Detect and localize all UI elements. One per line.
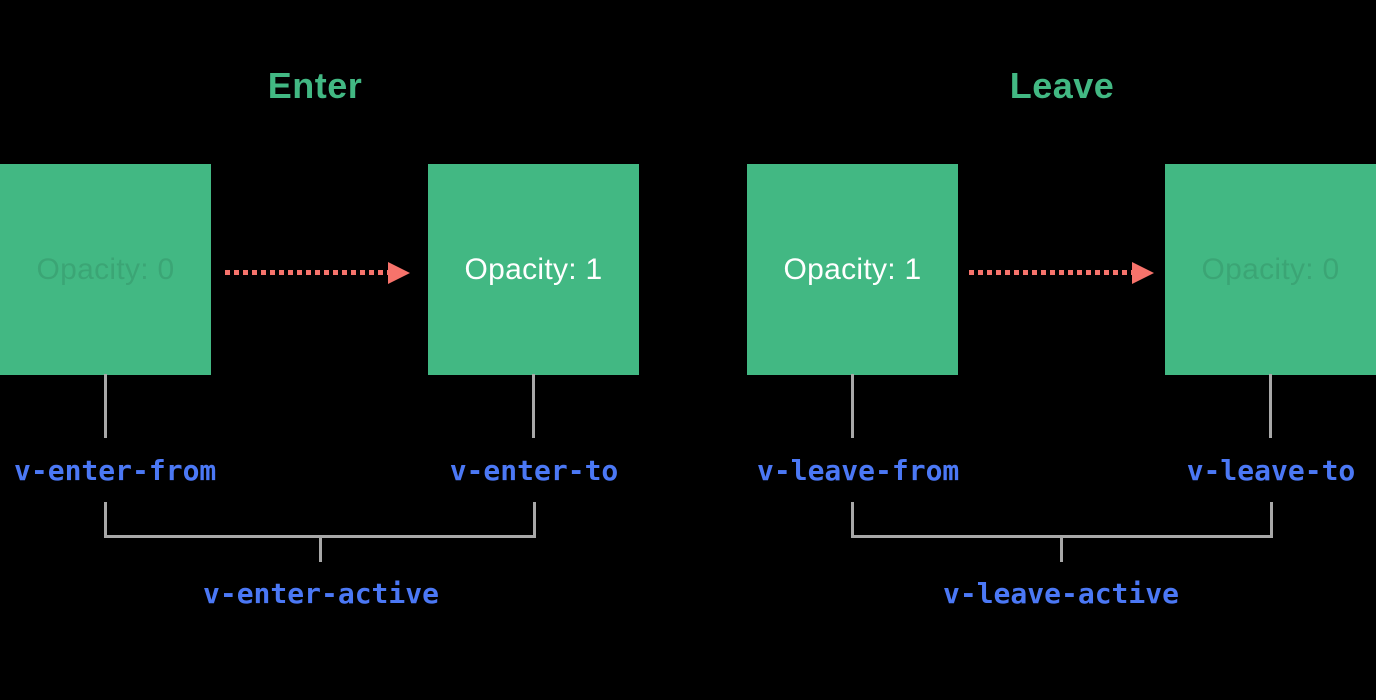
- enter-to-connector-line: [532, 374, 535, 438]
- enter-active-class-label: v-enter-active: [202, 577, 439, 610]
- leave-arrowhead-icon: [1132, 262, 1154, 284]
- enter-from-box: Opacity: 0: [0, 164, 211, 375]
- leave-to-class-label: v-leave-to: [1186, 454, 1356, 487]
- leave-active-bracket: [851, 502, 1273, 538]
- enter-to-box: Opacity: 1: [428, 164, 639, 375]
- leave-to-box: Opacity: 0: [1165, 164, 1376, 375]
- enter-from-box-label: Opacity: 0: [36, 252, 175, 286]
- enter-from-connector-line: [104, 374, 107, 438]
- enter-dashed-arrow-icon: [225, 270, 389, 275]
- enter-active-bracket-stem: [319, 538, 322, 562]
- leave-to-connector-line: [1269, 374, 1272, 438]
- leave-from-box-label: Opacity: 1: [783, 252, 922, 286]
- enter-phase-title: Enter: [267, 65, 363, 106]
- leave-from-box: Opacity: 1: [747, 164, 958, 375]
- leave-from-class-label: v-leave-from: [757, 454, 960, 487]
- enter-active-bracket: [104, 502, 536, 538]
- leave-phase-title: Leave: [1009, 65, 1115, 106]
- enter-to-class-label: v-enter-to: [449, 454, 619, 487]
- leave-dashed-arrow-icon: [969, 270, 1133, 275]
- enter-arrowhead-icon: [388, 262, 410, 284]
- leave-from-connector-line: [851, 374, 854, 438]
- leave-active-bracket-stem: [1060, 538, 1063, 562]
- leave-active-class-label: v-leave-active: [942, 577, 1179, 610]
- enter-to-box-label: Opacity: 1: [464, 252, 603, 286]
- enter-from-class-label: v-enter-from: [14, 454, 217, 487]
- leave-to-box-label: Opacity: 0: [1201, 252, 1340, 286]
